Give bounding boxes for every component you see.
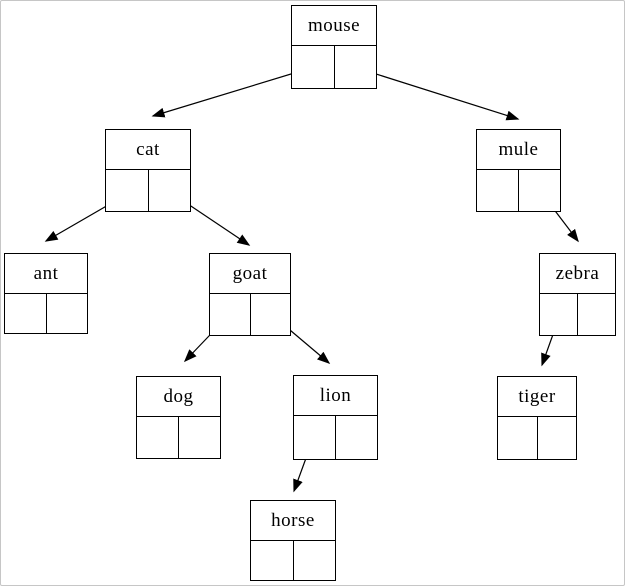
node-label: zebra [540, 254, 615, 294]
node-label: mouse [292, 6, 376, 46]
left-pointer-cell [106, 170, 149, 211]
right-pointer-cell [578, 294, 615, 335]
left-pointer-cell [210, 294, 251, 335]
right-pointer-cell [538, 417, 577, 459]
tree-node-cat: cat [105, 129, 191, 212]
left-pointer-cell [477, 170, 519, 211]
node-label: tiger [498, 377, 576, 417]
tree-node-tiger: tiger [497, 376, 577, 460]
right-pointer-cell [179, 417, 220, 458]
right-pointer-cell [294, 541, 336, 580]
tree-node-horse: horse [250, 500, 336, 581]
node-label: lion [294, 376, 377, 416]
edge-mouse-right-to-mule [353, 66, 520, 121]
left-pointer-cell [137, 417, 179, 458]
left-pointer-cell [498, 417, 538, 459]
node-label: horse [251, 501, 335, 541]
right-pointer-cell [149, 170, 191, 211]
node-label: goat [210, 254, 290, 294]
left-pointer-cell [292, 46, 335, 88]
right-pointer-cell [519, 170, 560, 211]
node-label: ant [5, 254, 87, 294]
left-pointer-cell [294, 416, 336, 459]
node-label: cat [106, 130, 190, 170]
tree-node-goat: goat [209, 253, 291, 336]
node-label: dog [137, 377, 220, 417]
right-pointer-cell [47, 294, 88, 333]
left-pointer-cell [251, 541, 294, 580]
left-pointer-cell [5, 294, 47, 333]
right-pointer-cell [251, 294, 291, 335]
tree-node-ant: ant [4, 253, 88, 334]
tree-node-mule: mule [476, 129, 561, 212]
node-label: mule [477, 130, 560, 170]
right-pointer-cell [336, 416, 377, 459]
tree-node-dog: dog [136, 376, 221, 459]
right-pointer-cell [335, 46, 377, 88]
left-pointer-cell [540, 294, 578, 335]
tree-node-lion: lion [293, 375, 378, 460]
tree-node-mouse: mouse [291, 5, 377, 89]
edge-mouse-left-to-cat [151, 66, 315, 118]
tree-node-zebra: zebra [539, 253, 616, 336]
